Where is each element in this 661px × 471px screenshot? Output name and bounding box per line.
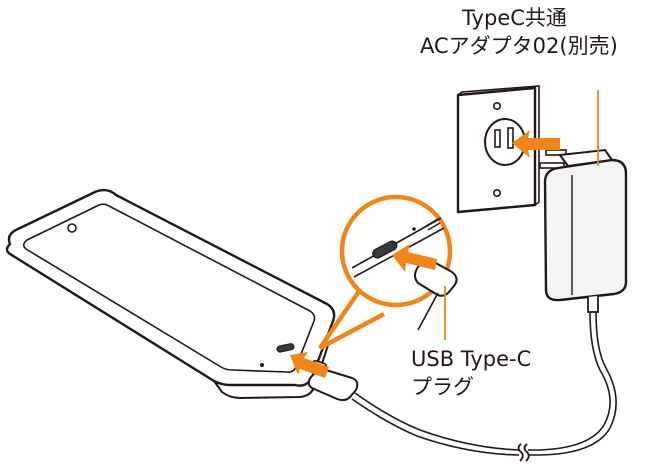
wall-outlet	[456, 85, 540, 214]
plug-label-line2: プラグ	[411, 375, 474, 399]
leader-lines	[444, 90, 599, 340]
callout-mic-icon	[412, 227, 416, 231]
callout-pointer	[318, 285, 386, 350]
adapter-prong-bottom	[539, 162, 565, 169]
arrow-adapter-to-outlet-icon	[512, 130, 560, 158]
adapter-cable-boot	[587, 296, 599, 313]
plug-label-line1: USB Type-C	[411, 347, 532, 371]
arrow-plug-to-port-icon	[392, 244, 437, 272]
callout-plug-cable	[417, 292, 439, 331]
outlet-screw-top	[492, 102, 501, 111]
phone-mic-icon	[260, 363, 264, 367]
zoom-callout	[318, 194, 458, 350]
wall-plate-edge	[457, 85, 540, 206]
phone-screen	[22, 203, 316, 373]
outlet-slot-left	[494, 129, 501, 148]
phone-bottom-edge	[213, 329, 334, 400]
callout-usb-port	[372, 240, 398, 259]
phone-usb-port	[276, 343, 295, 353]
usb-cable-line-inner	[351, 398, 520, 456]
front-camera-icon	[67, 223, 77, 233]
arrow-cable-to-phone-icon	[290, 352, 329, 378]
insert-arrows	[290, 130, 560, 378]
cable-break-mark-2	[517, 443, 524, 462]
usb-cable-line-outer	[354, 392, 520, 451]
outlet-screw-bottom	[492, 189, 501, 198]
adapter-cable-line-outer	[528, 311, 611, 451]
adapter-cable-line-inner	[528, 311, 617, 456]
smartphone	[5, 188, 336, 400]
adapter-body	[543, 158, 628, 302]
adapter-cable	[351, 311, 617, 462]
callout-port-mark	[425, 218, 441, 231]
cable-break-mark	[523, 443, 530, 462]
ac-adapter	[539, 148, 628, 313]
outlet-slot-right	[507, 127, 514, 149]
adapter-label-line1: TypeC共通	[462, 6, 567, 30]
adapter-label-line2: ACアダプタ02(別売)	[420, 34, 618, 58]
